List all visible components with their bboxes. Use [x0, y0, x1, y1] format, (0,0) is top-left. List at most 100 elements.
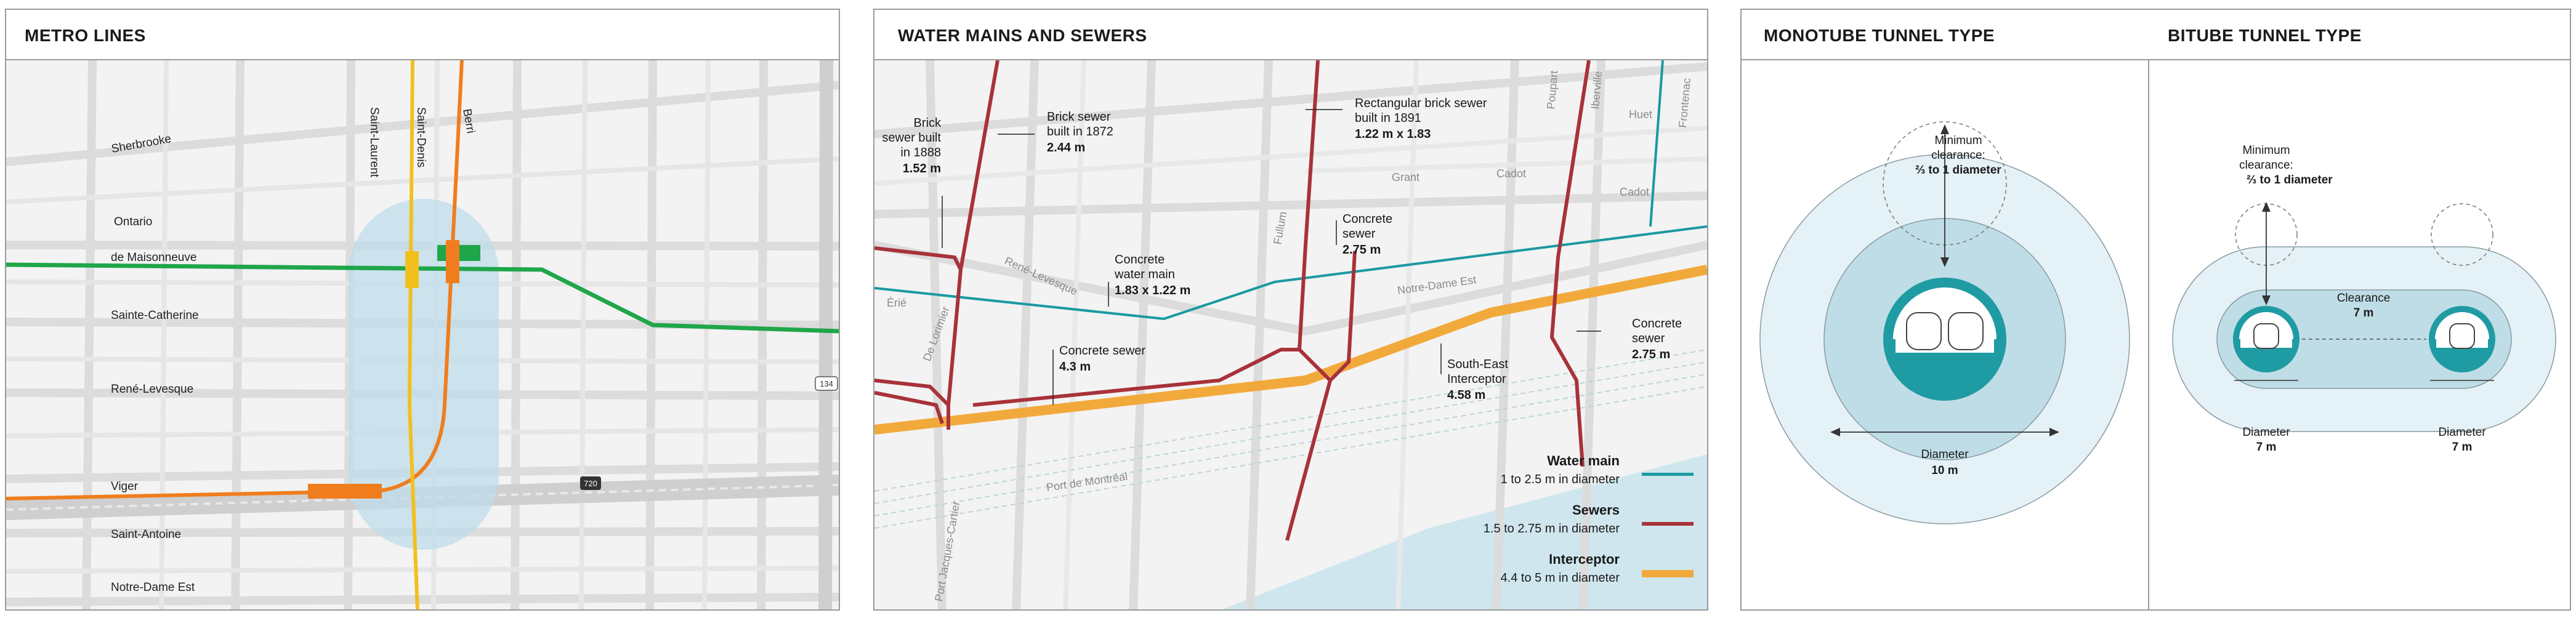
concrete-43-size: 4.3 m	[1059, 360, 1091, 374]
street-cadot-1: Cadot	[1496, 167, 1526, 180]
concrete-275b-line1: Concrete	[1632, 317, 1682, 331]
legend-sewers-desc: 1.5 to 2.75 m in diameter	[1483, 522, 1620, 536]
orange-station-vertical	[446, 240, 459, 283]
bitube-title: BITUBE TUNNEL TYPE	[2168, 26, 2362, 45]
concrete-275a-size: 2.75 m	[1343, 243, 1381, 257]
street-erie: Érié	[887, 297, 906, 309]
legend-interceptor-swatch	[1642, 570, 1694, 577]
bitube-clearance-circle-right	[2431, 203, 2493, 266]
rect-1891-size: 1.22 m x 1.83	[1355, 127, 1431, 141]
route-720-shield: 720	[580, 476, 601, 490]
monotube-clearance-line2: clearance:	[1931, 149, 1985, 162]
bitube-right-diameter-label: Diameter	[2438, 426, 2486, 439]
street-saint-antoine: Saint-Antoine	[111, 528, 181, 541]
concrete-43-line1: Concrete sewer	[1059, 344, 1145, 358]
street-saint-laurent: Saint-Laurent	[368, 107, 381, 178]
street-cadot-2: Cadot	[1620, 186, 1649, 198]
legend-sewers-swatch	[1642, 522, 1694, 526]
rect-1891-line2: built in 1891	[1355, 111, 1421, 125]
legend-water-main-name: Water main	[1547, 453, 1620, 468]
street-de-maisonneuve: de Maisonneuve	[111, 251, 196, 264]
water-sewers-header: WATER MAINS AND SEWERS	[874, 10, 1707, 60]
water-sewers-panel: WATER MAINS AND SEWERS	[873, 9, 1708, 611]
brick-1872-line2: built in 1872	[1047, 125, 1113, 138]
bitube-left-diameter-value: 7 m	[2256, 441, 2277, 454]
water-sewers-map: René-Levesque Érié De Lorimier Fullum No…	[874, 60, 1707, 609]
street-sainte-catherine: Sainte-Catherine	[111, 309, 199, 322]
orange-station-horizontal	[308, 484, 382, 499]
bitube-clearance-line1: Minimum	[2242, 144, 2290, 157]
street-grant: Grant	[1392, 171, 1419, 183]
street-huet: Huet	[1629, 108, 1652, 121]
yellow-station	[405, 251, 419, 288]
street-saint-denis: Saint-Denis	[414, 107, 427, 167]
bitube-train-right	[2449, 323, 2475, 349]
bitube-train-left	[2253, 323, 2279, 349]
concrete-main-line1: Concrete	[1115, 253, 1165, 267]
legend-item-water-main: Water main 1 to 2.5 m in diameter	[1460, 453, 1694, 496]
monotube-diameter-value: 10 m	[1931, 464, 1958, 477]
monotube-diameter-label: Diameter	[1921, 448, 1969, 461]
route-134-shield: 134	[815, 376, 838, 391]
brick-1888-line3: in 1888	[900, 146, 941, 159]
bitube-diagram	[2172, 202, 2556, 432]
tunnel-types-panel: MONOTUBE TUNNEL TYPE BITUBE TUNNEL TYPE …	[1740, 9, 2571, 611]
brick-1888-line2: sewer built	[882, 131, 941, 145]
street-ontario: Ontario	[114, 215, 152, 228]
legend-item-interceptor: Interceptor 4.4 to 5 m in diameter	[1460, 552, 1694, 595]
metro-lines-header: METRO LINES	[6, 10, 839, 60]
metro-lines-title: METRO LINES	[25, 26, 146, 45]
street-viger: Viger	[111, 480, 139, 493]
tunnel-divider	[2148, 10, 2149, 609]
concrete-275b-size: 2.75 m	[1632, 348, 1670, 361]
street-rene-levesque: René-Levesque	[111, 383, 193, 396]
monotube-clearance-value: ⅔ to 1 diameter	[1915, 164, 2001, 177]
metro-lines-map: 720 134 Sherbrooke Ontario de Maisonneuv…	[6, 60, 839, 609]
monotube-title: MONOTUBE TUNNEL TYPE	[1764, 26, 1995, 45]
concrete-main-line2: water main	[1114, 268, 1175, 281]
legend-water-main-swatch	[1642, 473, 1694, 476]
concrete-main-size: 1.83 x 1.22 m	[1115, 284, 1190, 297]
concrete-275a-line2: sewer	[1343, 227, 1376, 241]
legend-water-main-desc: 1 to 2.5 m in diameter	[1500, 473, 1620, 486]
brick-1872-line1: Brick sewer	[1047, 110, 1111, 124]
tunnel-types-header: MONOTUBE TUNNEL TYPE BITUBE TUNNEL TYPE	[1742, 10, 2570, 60]
bitube-clearance-value: ⅔ to 1 diameter	[2247, 174, 2333, 187]
water-main-line	[874, 225, 1707, 321]
brick-1872-size: 2.44 m	[1047, 141, 1085, 154]
brick-1888-size: 1.52 m	[903, 162, 941, 175]
bitube-clearance-line2: clearance:	[2239, 159, 2293, 172]
svg-text:134: 134	[820, 379, 833, 388]
bitube-gap-value: 7 m	[2354, 307, 2374, 319]
brick-1888-line1: Brick	[914, 116, 942, 130]
concrete-275a-line1: Concrete	[1343, 212, 1392, 226]
station-zone	[349, 199, 499, 550]
legend-sewers-name: Sewers	[1572, 502, 1620, 518]
legend-interceptor-desc: 4.4 to 5 m in diameter	[1500, 571, 1620, 585]
water-sewers-title: WATER MAINS AND SEWERS	[898, 26, 1147, 45]
bitube-gap-label: Clearance	[2337, 292, 2391, 305]
legend-item-sewers: Sewers 1.5 to 2.75 m in diameter	[1460, 502, 1694, 545]
interceptor-label-size: 4.58 m	[1447, 388, 1485, 402]
bitube-right-diameter-value: 7 m	[2452, 441, 2473, 454]
water-legend: Water main 1 to 2.5 m in diameter Sewers…	[1460, 453, 1694, 601]
rect-1891-line1: Rectangular brick sewer	[1355, 97, 1487, 110]
interceptor-label-line2: Interceptor	[1447, 372, 1506, 386]
street-notre-dame-est: Notre-Dame Est	[111, 581, 195, 594]
orange-metro-line	[6, 60, 464, 500]
monotube-train-left	[1906, 312, 1942, 350]
metro-lines-panel: METRO LINES	[5, 9, 840, 611]
yellow-metro-line	[407, 60, 419, 609]
svg-text:720: 720	[584, 479, 597, 488]
tunnel-diagram: Minimum clearance: ⅔ to 1 diameter Diame…	[1759, 121, 2556, 524]
interceptor-label-line1: South-East	[1447, 358, 1508, 371]
monotube-diagram	[1759, 121, 2130, 524]
sewer-lines	[874, 60, 1591, 541]
concrete-275b-line2: sewer	[1632, 332, 1665, 345]
monotube-clearance-line1: Minimum	[1934, 134, 1982, 147]
green-metro-line	[6, 262, 839, 334]
interceptor-line	[874, 265, 1707, 435]
monotube-train-right	[1948, 312, 1984, 350]
bitube-left-diameter-label: Diameter	[2242, 426, 2290, 439]
legend-interceptor-name: Interceptor	[1549, 552, 1620, 567]
